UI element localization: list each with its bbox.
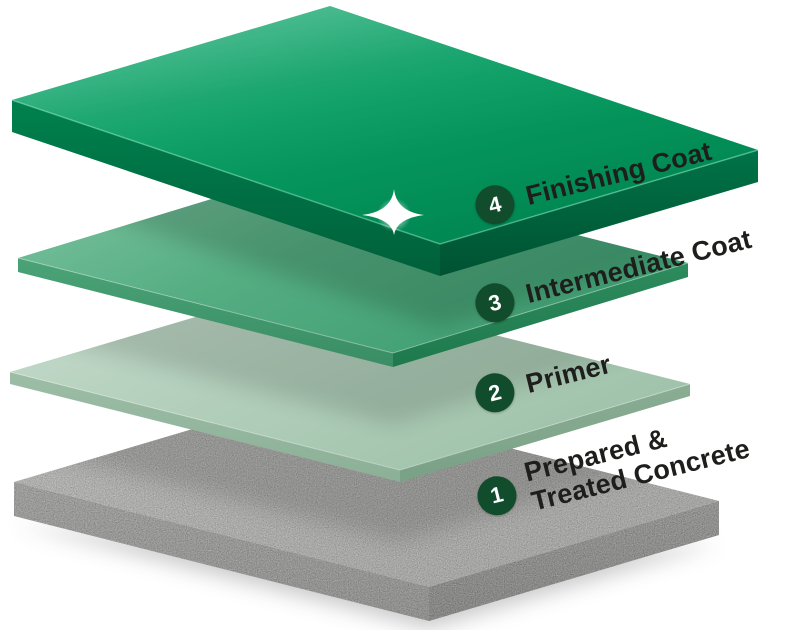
finishing-right-face (440, 150, 758, 276)
primer-edge-highlight (9, 371, 691, 471)
primer-left-face (10, 372, 400, 482)
finishing-left-face (12, 100, 440, 276)
primer-right-face (400, 384, 690, 482)
sparkle-icon (362, 189, 424, 235)
intermediate-right-face (393, 263, 688, 367)
finishing-front-edge-highlight (11, 99, 759, 245)
layer-finishing-slab (11, 6, 759, 276)
intermediate-left-face (18, 258, 393, 367)
finishing-sheen (12, 6, 758, 244)
intermediate-edge-highlight (17, 257, 689, 354)
